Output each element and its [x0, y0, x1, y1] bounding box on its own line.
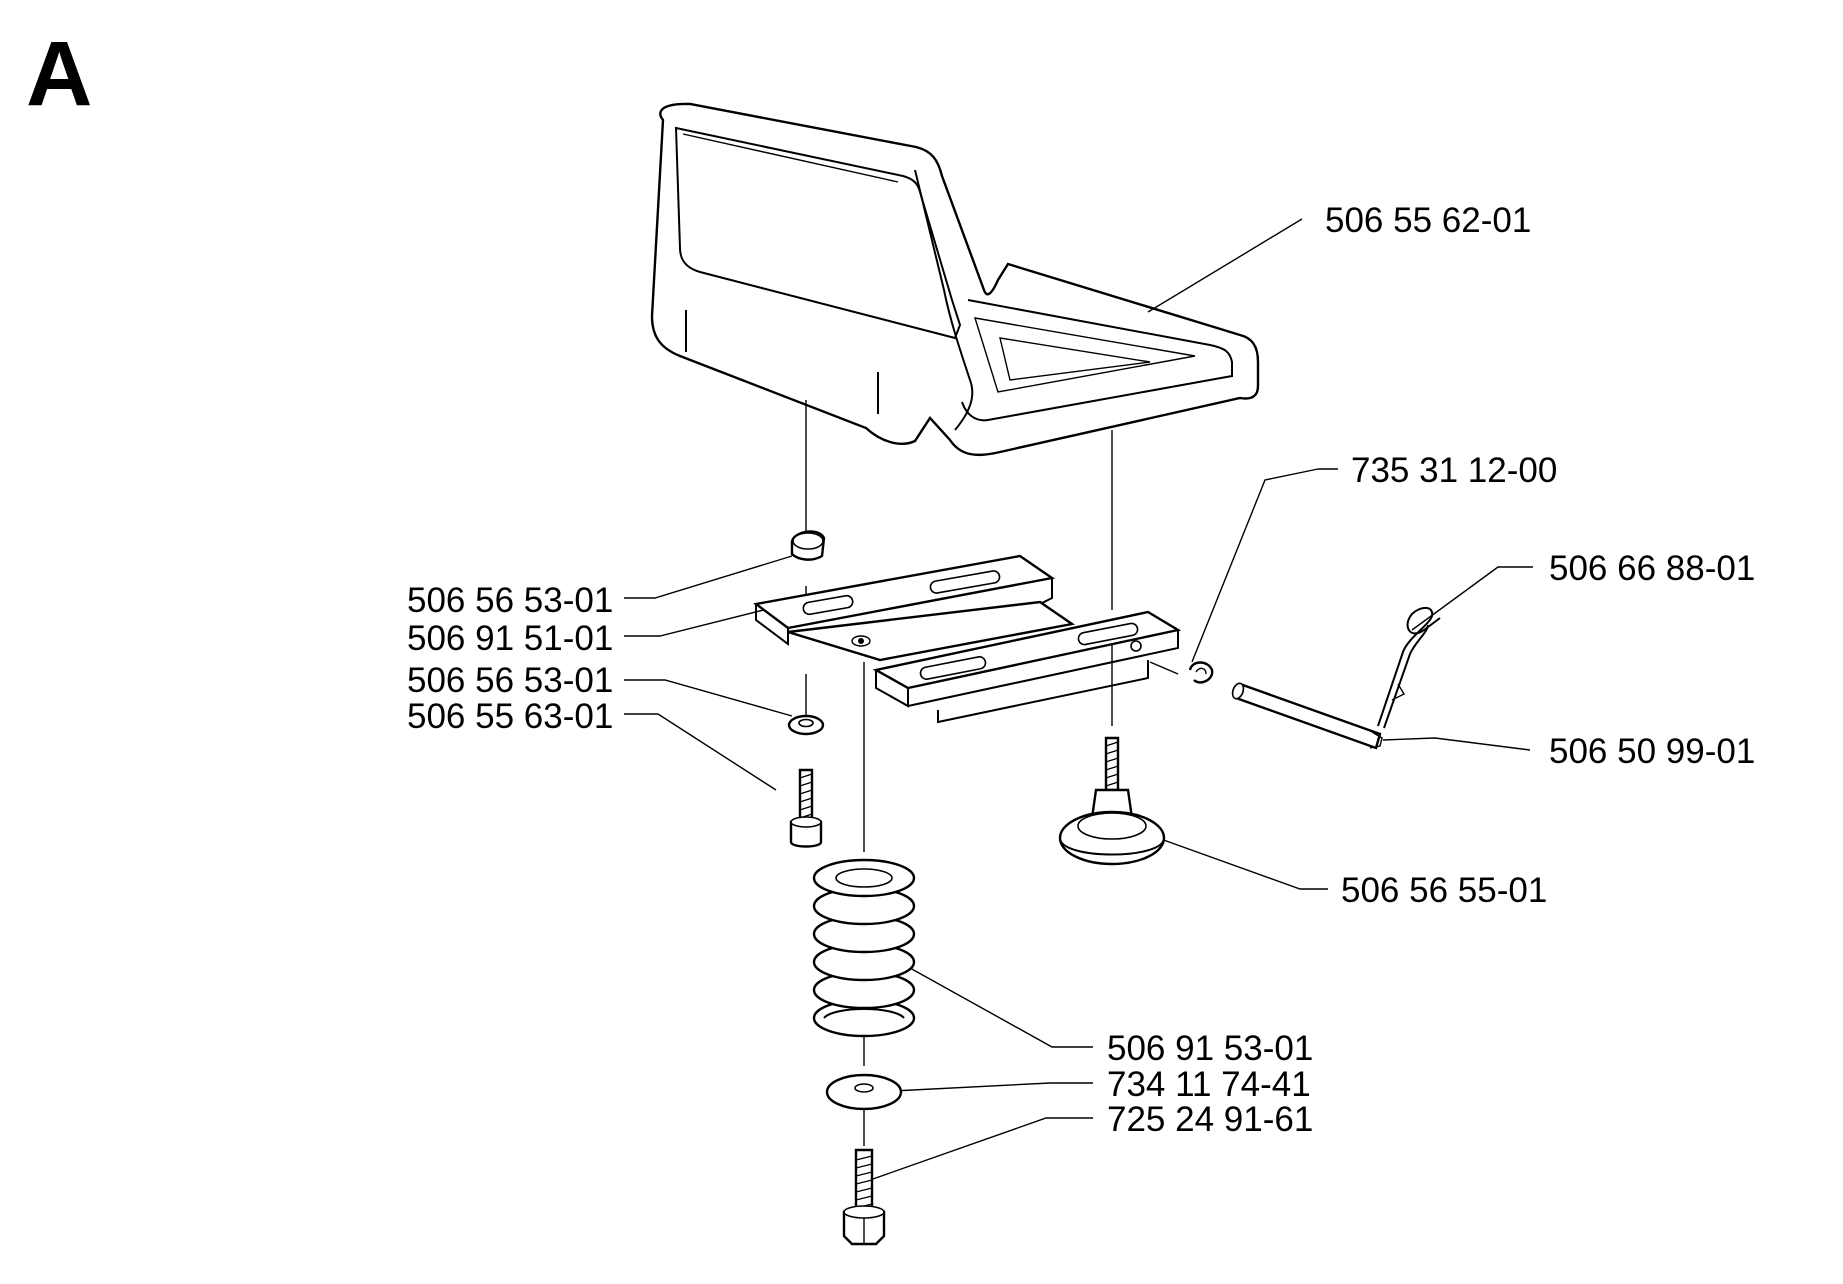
- label-seat-bracket: 506 91 51-01: [407, 619, 613, 658]
- seat-bracket: [753, 554, 1182, 724]
- plastic-nut: [790, 530, 826, 561]
- washer-left: [787, 714, 825, 736]
- label-bolt-bottom: 725 24 91-61: [1107, 1100, 1313, 1139]
- bolt-bottom: [842, 1148, 886, 1246]
- label-plastic-nut: 506 56 53-01: [407, 581, 613, 620]
- label-washer-left: 506 56 53-01: [407, 661, 613, 700]
- leader-lines: [624, 218, 1533, 1181]
- label-spring: 506 91 53-01: [1107, 1029, 1313, 1068]
- washer-bottom: [825, 1073, 903, 1111]
- label-screw-left: 506 55 63-01: [407, 697, 613, 736]
- adjustment-knob: [1058, 736, 1166, 866]
- spring: [812, 858, 916, 1038]
- label-seat: 506 55 62-01: [1325, 201, 1531, 240]
- label-pivot-pin: 506 50 99-01: [1549, 732, 1755, 771]
- screw-left: [789, 768, 823, 848]
- label-adjust-knob: 506 56 55-01: [1341, 871, 1547, 910]
- section-letter: A: [26, 23, 92, 125]
- label-clip: 735 31 12-00: [1351, 451, 1557, 490]
- label-cotter-pin: 506 66 88-01: [1549, 549, 1755, 588]
- part-number-labels: 506 55 62-01 735 31 12-00 506 66 88-01 5…: [407, 201, 1755, 1139]
- seat: [650, 102, 1260, 456]
- pivot-pin: [1231, 682, 1383, 750]
- cotter-pin: [1377, 606, 1441, 729]
- clip: [1188, 661, 1214, 684]
- label-washer-bottom: 734 11 74-41: [1107, 1065, 1311, 1104]
